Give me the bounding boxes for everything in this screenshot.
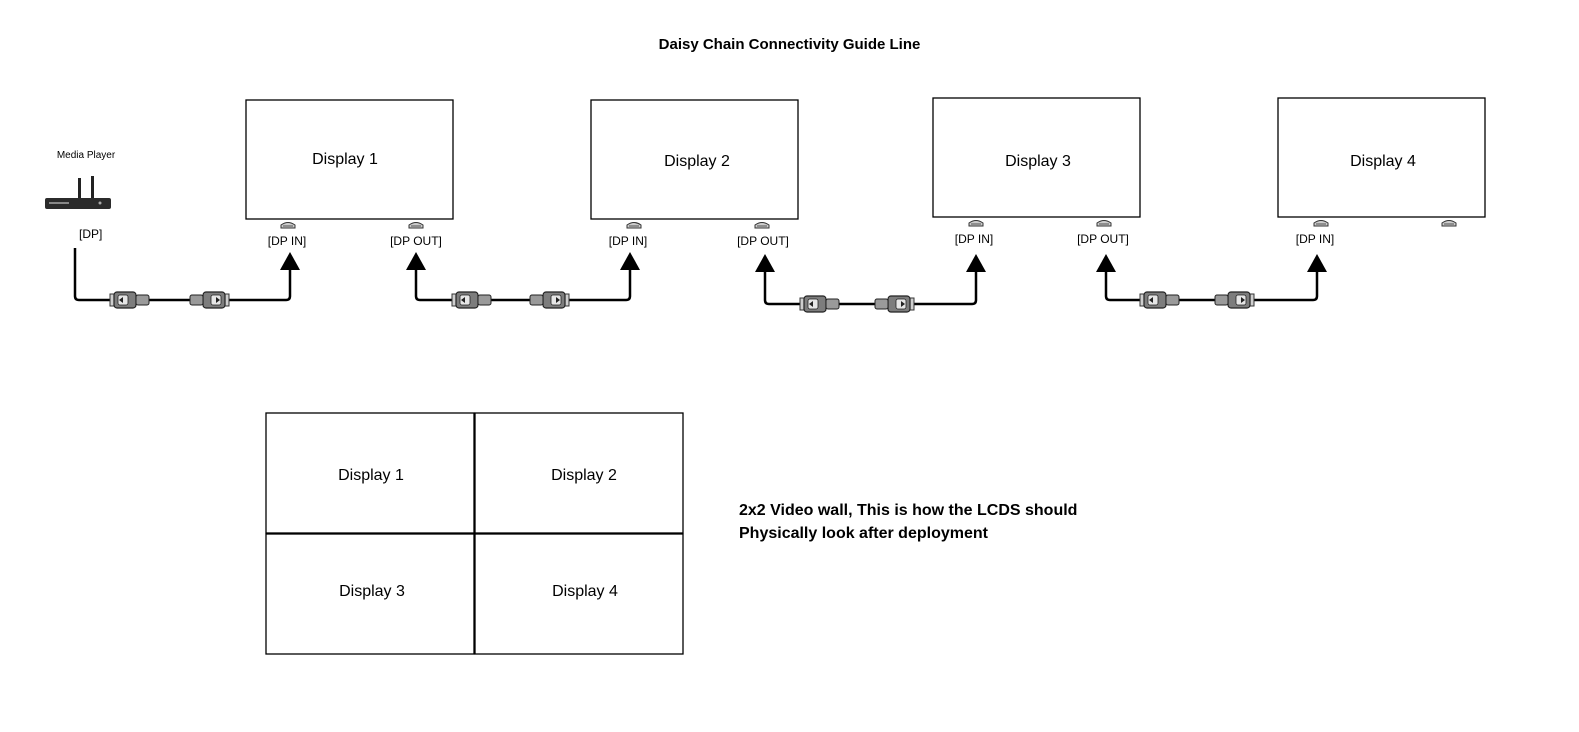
dp-in-port-icon [968,220,984,227]
diagram-title: Daisy Chain Connectivity Guide Line [658,36,921,53]
display-4-dp-in-label: [DP IN] [1296,232,1334,246]
media-player-icon [45,176,111,209]
arrow-up-icon [755,254,775,272]
video-wall-tile-3-label: Display 3 [339,583,405,600]
dp-plug-icon [1214,291,1255,309]
dp-out-port-icon [1096,220,1112,227]
video-wall: Display 1 Display 2 Display 3 Display 4 [265,412,684,655]
dp-plug-icon [874,295,915,313]
cable-display-2-to-display-3 [755,254,986,313]
dp-plug-icon [109,291,150,309]
cable-player-to-display-1 [73,248,300,309]
arrow-up-icon [406,252,426,270]
arrow-up-icon [1307,254,1327,272]
dp-plug-icon [799,295,840,313]
video-wall-tile-1-label: Display 1 [338,467,404,484]
arrow-up-icon [966,254,986,272]
media-player: Media Player [DP] [45,150,116,241]
video-wall-tile-1 [265,412,475,534]
dp-out-port-icon [754,222,770,229]
dp-in-port-icon [626,222,642,229]
video-wall-tile-4 [474,533,684,655]
display-2-label: Display 2 [664,153,730,170]
display-2-dp-out-label: [DP OUT] [737,234,789,248]
cable-display-1-to-display-2 [406,252,640,309]
dp-plug-icon [451,291,492,309]
dp-in-port-icon [1313,220,1329,227]
display-2-frame [590,99,799,220]
arrow-up-icon [280,252,300,270]
display-3-label: Display 3 [1005,153,1071,170]
media-player-port-label: [DP] [79,227,102,241]
display-2-dp-in-label: [DP IN] [609,234,647,248]
display-3: Display 3 [DP IN] [DP OUT] [932,97,1141,246]
display-1-dp-in-label: [DP IN] [268,234,306,248]
dp-out-port-icon [408,222,424,229]
display-1: Display 1 [DP IN] [DP OUT] [245,99,454,248]
cable-display-3-to-display-4 [1096,254,1327,309]
display-4-frame [1277,97,1486,218]
video-wall-tile-2 [474,412,684,534]
display-1-dp-out-label: [DP OUT] [390,234,442,248]
display-1-frame [245,99,454,220]
dp-plug-icon [1139,291,1180,309]
video-wall-note-line-2: Physically look after deployment [739,525,988,542]
video-wall-note-line-1: 2x2 Video wall, This is how the LCDS sho… [739,502,1078,519]
dp-out-port-icon [1441,220,1457,227]
display-1-label: Display 1 [312,151,378,168]
media-player-label: Media Player [57,150,116,161]
display-4: Display 4 [DP IN] [1277,97,1486,246]
display-2: Display 2 [DP IN] [DP OUT] [590,99,799,248]
display-3-dp-out-label: [DP OUT] [1077,232,1129,246]
dp-plug-icon [189,291,230,309]
video-wall-tile-2-label: Display 2 [551,467,617,484]
arrow-up-icon [1096,254,1116,272]
video-wall-tile-4-label: Display 4 [552,583,618,600]
display-4-label: Display 4 [1350,153,1416,170]
display-3-dp-in-label: [DP IN] [955,232,993,246]
display-3-frame [932,97,1141,218]
arrow-up-icon [620,252,640,270]
video-wall-note: 2x2 Video wall, This is how the LCDS sho… [739,499,1077,545]
dp-plug-icon [529,291,570,309]
dp-in-port-icon [280,222,296,229]
video-wall-tile-3 [265,533,475,655]
